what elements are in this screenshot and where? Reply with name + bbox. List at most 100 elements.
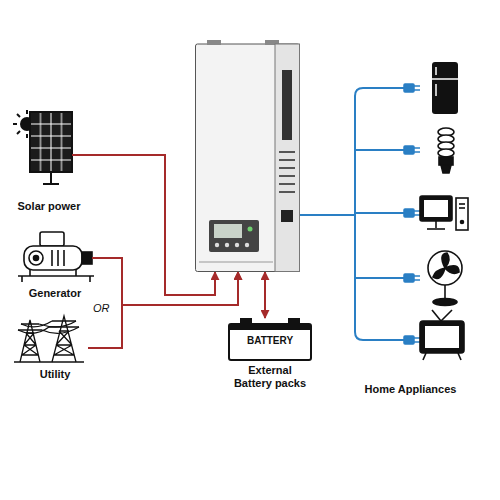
plug-symbol <box>404 146 414 154</box>
node-label: Home Appliances <box>355 383 466 396</box>
source-label-box: Solar power <box>10 105 88 213</box>
appliance-wiring <box>355 88 405 340</box>
inverter-outline <box>279 183 295 185</box>
bulb-icon <box>438 128 454 173</box>
plug-symbol <box>404 274 414 282</box>
solar-panel-icon <box>43 183 59 185</box>
power-connector <box>264 272 266 318</box>
computer-icon <box>420 196 452 221</box>
battery-outline <box>229 324 311 330</box>
tv-icon <box>458 353 461 360</box>
generator-icon <box>89 276 91 282</box>
power-connector <box>100 272 238 348</box>
inverter-outline <box>225 243 229 247</box>
fan-icon <box>428 251 462 306</box>
appliance-group: Home Appliances <box>355 60 492 396</box>
inverter-outline <box>279 175 295 177</box>
source-label-box: Generator <box>10 228 100 300</box>
tv-icon <box>441 310 452 321</box>
generator-icon <box>63 250 65 266</box>
plug-symbol <box>414 147 420 149</box>
utility-tower-icon <box>49 316 79 362</box>
computer-icon <box>459 207 465 209</box>
computer-icon <box>461 221 464 224</box>
bulb-icon <box>439 157 453 165</box>
generator-icon <box>82 252 92 264</box>
computer-icon <box>420 196 468 230</box>
inverter-outline <box>199 262 273 263</box>
fridge-icon <box>432 62 458 114</box>
inverter-outline <box>279 167 295 169</box>
fan-icon <box>433 253 459 278</box>
tv-icon <box>420 321 464 353</box>
generator-icon <box>24 246 82 270</box>
inverter-outline <box>245 243 249 247</box>
computer-icon <box>456 198 468 230</box>
solar-panel-icon <box>72 154 88 156</box>
battery-box: BATTERYExternal Battery packs <box>228 318 312 402</box>
computer-icon <box>427 228 445 230</box>
sun-icon <box>13 123 17 125</box>
bulb-icon <box>438 149 454 157</box>
plug-symbol <box>414 151 420 153</box>
tv-icon <box>420 310 464 360</box>
tv-icon <box>432 310 441 321</box>
battery-outline <box>229 324 311 360</box>
plug-symbol <box>404 84 420 344</box>
tv-icon <box>423 353 426 360</box>
appliance-wiring <box>355 150 405 278</box>
plug-symbol <box>414 210 420 212</box>
source-label-box: Utility <box>10 315 100 381</box>
plug-symbol <box>404 209 414 217</box>
plug-symbol <box>414 275 420 277</box>
node-label: Utility <box>10 368 100 381</box>
inverter-outline <box>235 243 239 247</box>
node-label: Solar power <box>10 200 88 213</box>
generator-icon <box>29 270 31 276</box>
sun-icon <box>26 110 28 114</box>
generator-icon <box>34 256 39 261</box>
generator-icon <box>18 232 100 282</box>
plug-symbol <box>404 336 414 344</box>
generator-icon <box>40 232 64 246</box>
inverter-outline <box>279 191 295 193</box>
power-connector <box>300 214 355 216</box>
inverter-outline <box>207 40 221 45</box>
plug-symbol <box>414 279 420 281</box>
inverter-outline <box>195 40 300 272</box>
plug-symbol <box>414 89 420 91</box>
inverter-outline <box>196 44 300 272</box>
battery-label: BATTERY <box>228 335 312 347</box>
generator-icon <box>57 250 59 266</box>
computer-icon <box>459 203 465 205</box>
utility-tower-icon <box>18 321 79 333</box>
solar-panel-icon <box>30 112 88 184</box>
utility-tower-icon <box>14 316 100 362</box>
inverter-outline <box>281 210 293 222</box>
sun-icon <box>26 134 28 138</box>
inverter-outline <box>214 224 242 238</box>
battery-outline <box>228 318 312 402</box>
solar-panel-icon <box>30 112 72 172</box>
utility-tower-icon <box>14 361 84 362</box>
sun-icon <box>17 131 20 134</box>
fridge-icon <box>435 67 437 75</box>
generator-icon <box>51 250 53 266</box>
inverter-outline <box>279 159 295 161</box>
inverter-outline <box>275 44 300 272</box>
plug-symbol <box>414 85 420 87</box>
sun-icon <box>17 114 20 117</box>
solar-panel-icon <box>50 172 52 184</box>
tv-icon <box>425 326 459 348</box>
generator-icon <box>21 276 23 282</box>
utility-tower-icon <box>88 347 100 349</box>
fridge-icon <box>432 78 458 80</box>
node-label: Generator <box>10 287 100 300</box>
inverter-box <box>195 40 300 272</box>
inverter-outline <box>279 151 295 153</box>
inverter-outline <box>215 243 219 247</box>
fridge-icon <box>432 62 458 114</box>
separator-label: OR <box>93 302 110 314</box>
inverter-outline <box>209 220 259 252</box>
plug-symbol <box>414 214 420 216</box>
